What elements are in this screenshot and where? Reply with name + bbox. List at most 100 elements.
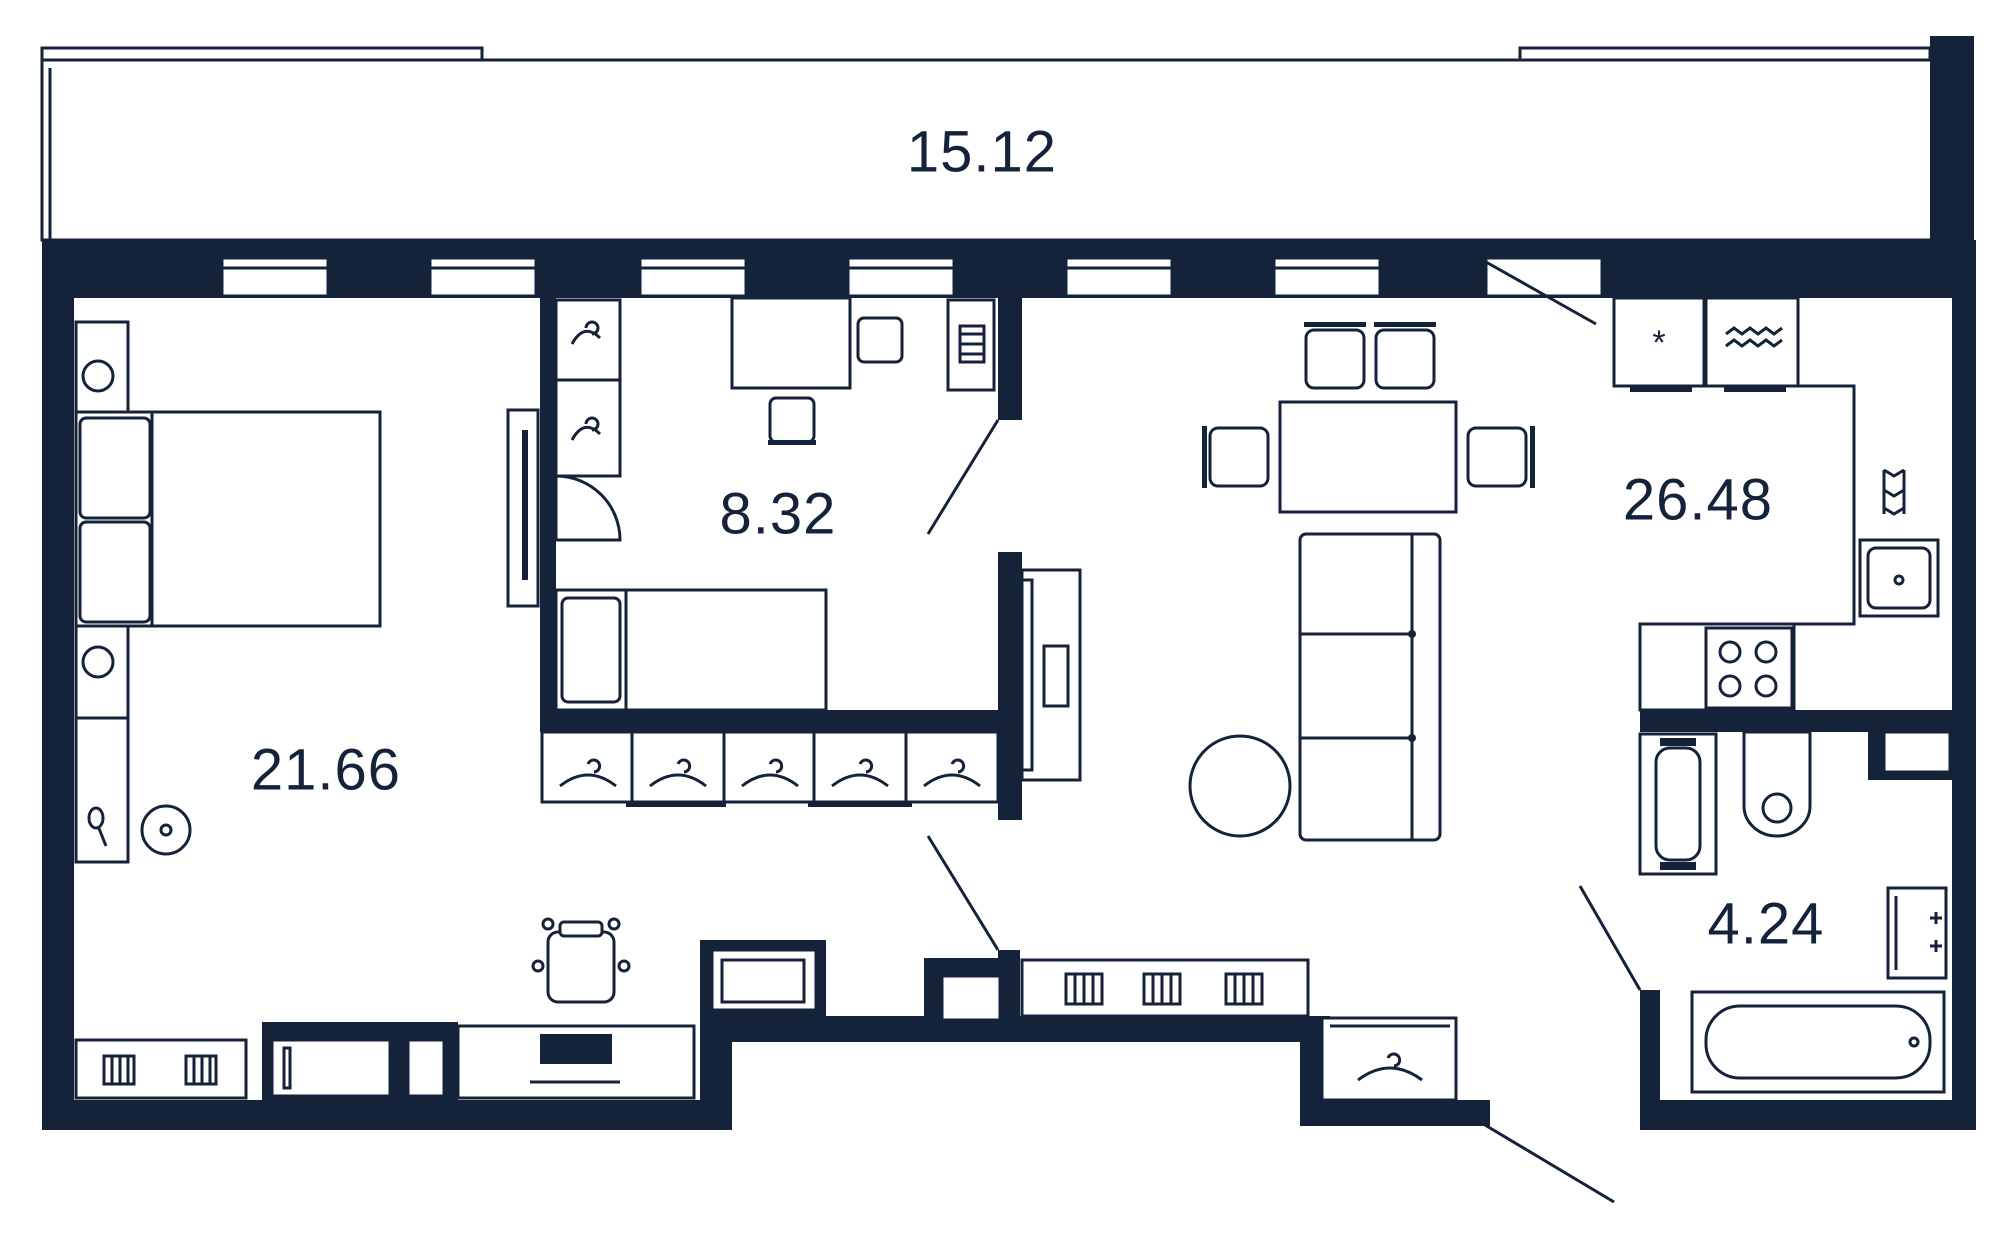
partition-bathroom-top xyxy=(1640,710,1976,732)
room-area-bathroom: 4.24 xyxy=(1707,891,1825,957)
window-1 xyxy=(220,256,330,298)
hanger-icon xyxy=(570,416,602,441)
chair-wheel xyxy=(531,959,545,973)
hall-niche xyxy=(940,974,1002,1022)
four-burner-icon xyxy=(1704,626,1794,710)
left-wall xyxy=(42,240,74,1130)
chair-back xyxy=(1374,322,1436,327)
washer-panel xyxy=(1660,738,1696,746)
closet xyxy=(540,730,1000,804)
balcony-end-wall xyxy=(1930,36,1974,246)
room-area-balcony: 15.12 xyxy=(906,119,1058,185)
single-bed-pillow xyxy=(560,596,622,704)
stool-center xyxy=(159,823,173,837)
hanger-icon xyxy=(1357,1052,1423,1082)
freezer-icon: * xyxy=(1652,324,1665,362)
chair-icon xyxy=(1466,426,1528,488)
living-door-swing xyxy=(926,835,1000,951)
second-room-furniture xyxy=(554,296,1000,712)
pillow-1 xyxy=(78,416,152,520)
chair-back xyxy=(1202,426,1207,488)
bedroom-door-handle xyxy=(522,430,528,580)
niche-cabinet-door xyxy=(282,1046,292,1090)
hood-icon xyxy=(1883,468,1905,516)
partition-room2-top xyxy=(998,298,1022,420)
office-chair-icon xyxy=(546,930,616,1004)
chair-icon xyxy=(856,316,904,364)
burner xyxy=(1754,640,1778,664)
closet-door-track xyxy=(626,802,726,807)
coffee-table xyxy=(1188,734,1292,838)
entry-door-swing xyxy=(1479,1120,1615,1204)
dresser xyxy=(74,716,130,864)
bottom-wall-left xyxy=(42,1100,732,1130)
window-6 xyxy=(1272,256,1382,298)
window-4 xyxy=(846,256,956,298)
hanger-icon xyxy=(570,320,602,345)
living-kitchen-furniture: * xyxy=(1188,296,1940,842)
tv-stand-drawer xyxy=(1042,644,1070,708)
chair-back xyxy=(768,440,816,445)
top-wall xyxy=(42,240,1976,298)
pillow-2 xyxy=(78,520,152,624)
burner xyxy=(1718,674,1742,698)
bedroom-radiator-panel xyxy=(74,1038,248,1100)
room2-door-swing-line xyxy=(926,419,1000,535)
burner xyxy=(1718,640,1742,664)
entry-wardrobe xyxy=(1320,1016,1458,1102)
bathroom-door-swing xyxy=(1578,885,1642,991)
chair-back xyxy=(1530,426,1535,488)
nightstand-lamp-1 xyxy=(81,359,115,393)
chair-wheel xyxy=(541,917,555,931)
partition-bathroom-left xyxy=(1640,990,1660,1130)
hall-cabinet-door xyxy=(720,958,806,1004)
dining-table-icon xyxy=(1278,400,1458,514)
hall-marker xyxy=(1100,1016,1110,1020)
bathtub-basin xyxy=(1704,1004,1932,1080)
walls xyxy=(42,240,1976,1130)
balcony-rail-left xyxy=(40,46,484,62)
niche-shelf xyxy=(406,1038,446,1098)
closet-door-track xyxy=(808,802,912,807)
bottom-wall-right xyxy=(1640,1100,1976,1130)
keyboard-icon xyxy=(540,1034,612,1064)
room-area-living-kitchen: 26.48 xyxy=(1622,467,1774,533)
sofa-button xyxy=(1408,734,1416,742)
mirror-handle xyxy=(96,825,108,847)
closet-row xyxy=(540,568,1082,807)
window-5 xyxy=(1064,256,1174,298)
nightstand-lamp-2 xyxy=(81,645,115,679)
hanger-icon xyxy=(649,758,707,788)
hanger-icon xyxy=(831,758,889,788)
washer-panel xyxy=(1660,862,1696,870)
room-area-second-room: 8.32 xyxy=(719,481,837,547)
chair-wheel xyxy=(607,917,621,931)
fridge-door xyxy=(1630,386,1692,392)
washer-drum xyxy=(1654,746,1702,862)
washer-door xyxy=(1724,386,1786,392)
hanger-icon xyxy=(923,758,981,788)
chair-wheel xyxy=(617,959,631,973)
sofa-button xyxy=(1408,630,1416,638)
hanger-icon xyxy=(741,758,799,788)
wardrobe-top xyxy=(554,298,622,382)
bottom-wall-entry xyxy=(1300,1100,1490,1126)
balcony-rail-right xyxy=(1518,46,1932,62)
partition-closet xyxy=(540,710,1020,732)
sink-basin xyxy=(1866,546,1932,610)
room-area-bedroom: 21.66 xyxy=(250,737,402,803)
balcony-door-swing xyxy=(1485,260,1597,326)
hall-niche-wall xyxy=(924,958,1000,976)
sofa-icon xyxy=(1298,532,1442,842)
room2-desk xyxy=(730,296,852,390)
bathroom-shaft-inner xyxy=(1882,730,1952,774)
bathroom-furniture xyxy=(1578,730,1948,1094)
chair-icon xyxy=(1304,328,1366,390)
faucet-icon xyxy=(1930,912,1942,952)
partition-room2-bottom xyxy=(998,552,1022,820)
windows xyxy=(220,256,1604,326)
toilet-icon xyxy=(1742,730,1812,838)
hall xyxy=(700,835,1615,1204)
